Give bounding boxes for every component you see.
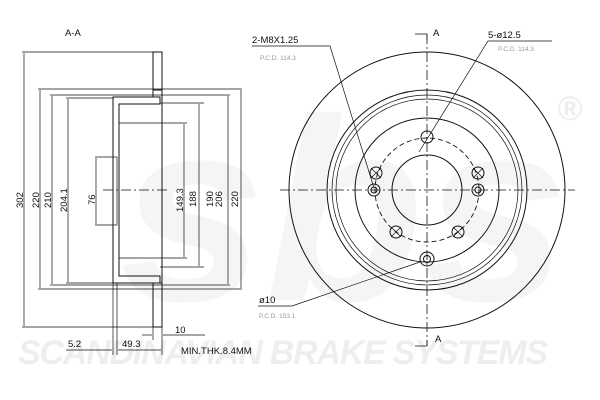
small-hole-callout-pcd: P.C.D. 153.1 bbox=[259, 313, 296, 320]
bolt-hole-callout-pcd: P.C.D. 114.3 bbox=[498, 46, 534, 53]
dim-210: 210 bbox=[43, 192, 54, 208]
bolt-hole-callout-label: 5-ø12.5 bbox=[488, 30, 521, 41]
dim-302: 302 bbox=[15, 192, 26, 208]
watermark-brand: sbs bbox=[120, 66, 568, 356]
center-bore bbox=[112, 156, 118, 226]
small-hole-callout-label: ø10 bbox=[259, 295, 275, 306]
section-marker-top: A bbox=[433, 28, 440, 39]
bolt-hole-icon bbox=[420, 130, 434, 144]
hat-section bbox=[112, 96, 161, 284]
front-view: A A 2-M8X1.25 P.C.D. 114.3 5-ø12.5 P.C.D… bbox=[252, 28, 575, 347]
thread-callout-pcd: P.C.D. 114.3 bbox=[260, 55, 296, 62]
dim-49-3: 49.3 bbox=[122, 339, 141, 350]
dim-190: 190 bbox=[205, 191, 216, 207]
section-view: A-A 302 220 bbox=[15, 28, 252, 357]
dim-149-3: 149.3 bbox=[175, 188, 186, 212]
registered-mark: ® bbox=[557, 90, 583, 128]
locating-hole bbox=[419, 251, 435, 267]
bolt-hole-icon bbox=[369, 166, 383, 180]
flange-top bbox=[152, 51, 163, 91]
dim-188: 188 bbox=[188, 191, 199, 207]
dim-5-2: 5.2 bbox=[68, 339, 81, 350]
dim-204-1: 204.1 bbox=[59, 188, 70, 212]
section-title: A-A bbox=[65, 28, 82, 39]
dim-220-left: 220 bbox=[31, 192, 42, 208]
watermark: sbs ® SCANDINAVIAN BRAKE SYSTEMS bbox=[18, 66, 583, 372]
thread-callout-label: 2-M8X1.25 bbox=[252, 35, 298, 46]
min-thickness-note: MIN.THK.8.4MM bbox=[181, 346, 252, 357]
dim-76: 76 bbox=[87, 194, 98, 205]
dim-220-right: 220 bbox=[230, 191, 241, 207]
dim-206: 206 bbox=[214, 191, 225, 207]
dim-10: 10 bbox=[175, 325, 186, 336]
watermark-tagline: SCANDINAVIAN BRAKE SYSTEMS bbox=[18, 334, 548, 372]
vertical-dimension-labels: 302 220 210 204.1 76 149.3 188 190 206 2… bbox=[15, 188, 241, 212]
section-marker-bottom: A bbox=[435, 334, 442, 345]
bolt-hole-icon bbox=[471, 166, 485, 180]
bolt-hole-icon bbox=[389, 225, 403, 239]
bolt-holes bbox=[369, 130, 485, 239]
bolt-hole-icon bbox=[451, 225, 465, 239]
